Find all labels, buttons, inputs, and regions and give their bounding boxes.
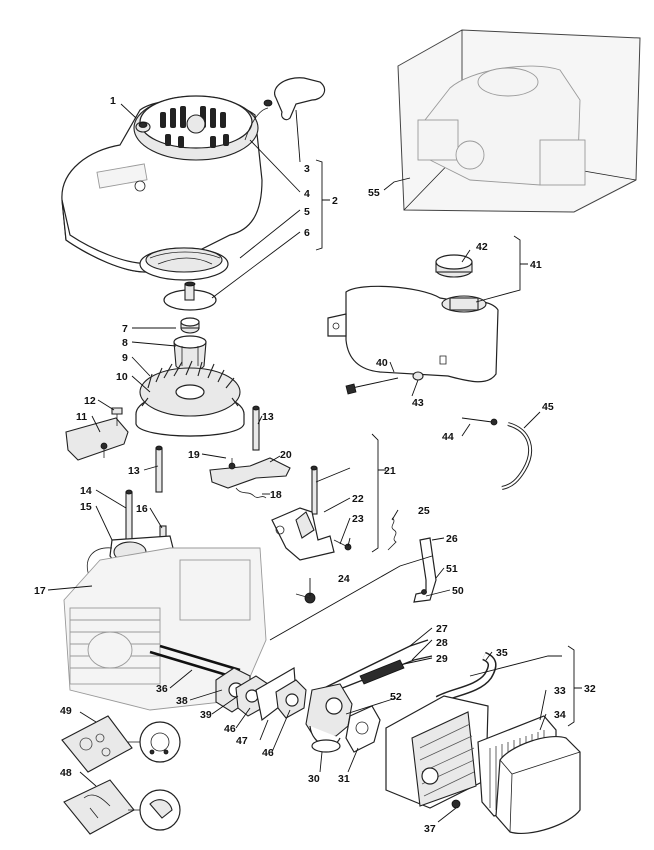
label-3: 3 <box>304 163 310 175</box>
tank-bolt-40 <box>345 377 399 395</box>
fuel-cap <box>435 254 473 278</box>
label-29: 29 <box>436 653 448 665</box>
label-52: 52 <box>390 691 402 703</box>
label-28: 28 <box>436 637 448 649</box>
washer-43 <box>412 371 424 381</box>
label-11: 11 <box>76 411 87 423</box>
label-1: 1 <box>110 95 116 107</box>
stud-13-upper <box>252 405 260 451</box>
stud-13-lower <box>155 445 163 493</box>
engine-block <box>63 547 267 711</box>
starter-pulley <box>139 247 229 281</box>
starter-handle <box>244 77 326 141</box>
label-35: 35 <box>496 647 508 659</box>
label-5: 5 <box>304 206 310 218</box>
label-12: 12 <box>84 395 96 407</box>
label-18: 18 <box>270 489 282 501</box>
label-22: 22 <box>352 493 364 505</box>
label-40: 40 <box>376 357 388 369</box>
label-51: 51 <box>446 563 458 575</box>
label-45: 45 <box>542 401 554 413</box>
long-studs <box>149 644 241 678</box>
screw-12 <box>111 407 123 426</box>
label-47: 47 <box>236 735 248 747</box>
label-50: 50 <box>452 585 464 597</box>
label-25: 25 <box>418 505 430 517</box>
label-2: 2 <box>332 195 338 207</box>
label-21: 21 <box>384 465 396 477</box>
label-24: 24 <box>338 573 350 585</box>
label-49: 49 <box>60 705 72 717</box>
label-55: 55 <box>368 187 380 199</box>
label-14: 14 <box>80 485 92 497</box>
label-46-right: 46 <box>262 747 274 759</box>
gasket-kit-bag <box>61 715 181 773</box>
label-17: 17 <box>34 585 46 597</box>
brake-lever <box>209 457 291 499</box>
label-4: 4 <box>304 188 310 200</box>
label-42: 42 <box>476 241 488 253</box>
label-8: 8 <box>122 337 128 349</box>
label-7: 7 <box>122 323 128 335</box>
label-6: 6 <box>304 227 310 239</box>
bolt-44 <box>461 417 498 426</box>
label-46-left: 46 <box>224 723 236 735</box>
engine-assembly-box <box>397 29 641 213</box>
screw-24 <box>295 592 316 604</box>
baffle-plate <box>65 417 129 461</box>
label-39: 39 <box>200 709 212 721</box>
pawl-plate <box>163 281 217 311</box>
label-13-lower: 13 <box>128 465 140 477</box>
air-filter-base <box>385 695 489 809</box>
label-16: 16 <box>136 503 148 515</box>
breather-hose <box>435 651 497 705</box>
label-32: 32 <box>584 683 596 695</box>
label-33: 33 <box>554 685 566 697</box>
label-36: 36 <box>156 683 168 695</box>
fuel-hose <box>501 422 533 490</box>
leader-lines <box>47 103 582 823</box>
starter-cover <box>61 95 263 273</box>
label-26: 26 <box>446 533 458 545</box>
label-43: 43 <box>412 397 424 409</box>
choke-lever <box>413 537 437 603</box>
label-41: 41 <box>530 259 542 271</box>
spring-25 <box>387 517 397 551</box>
label-27: 27 <box>436 623 448 635</box>
label-37: 37 <box>424 823 436 835</box>
label-30: 30 <box>308 773 320 785</box>
fuel-tank <box>327 285 499 383</box>
part-numbers: 1 2 3 4 5 6 7 8 9 10 11 12 13 13 14 15 1… <box>34 95 596 835</box>
intake-gaskets <box>215 667 307 722</box>
label-19: 19 <box>188 449 200 461</box>
label-10: 10 <box>116 371 128 383</box>
label-23: 23 <box>352 513 364 525</box>
carb-gasket-31 <box>345 705 381 753</box>
label-31: 31 <box>338 773 350 785</box>
clip-kit-bag <box>63 779 181 835</box>
nut-part-1 <box>135 121 151 133</box>
label-15: 15 <box>80 501 92 513</box>
flywheel <box>135 360 245 437</box>
label-20: 20 <box>280 449 292 461</box>
label-13-upper: 13 <box>262 411 274 423</box>
flywheel-nut <box>180 317 200 334</box>
label-38: 38 <box>176 695 188 707</box>
label-44: 44 <box>442 431 454 443</box>
label-9: 9 <box>122 352 128 364</box>
governor-bracket <box>271 465 352 561</box>
label-48: 48 <box>60 767 72 779</box>
filter-cover <box>495 736 581 834</box>
label-34: 34 <box>554 709 566 721</box>
